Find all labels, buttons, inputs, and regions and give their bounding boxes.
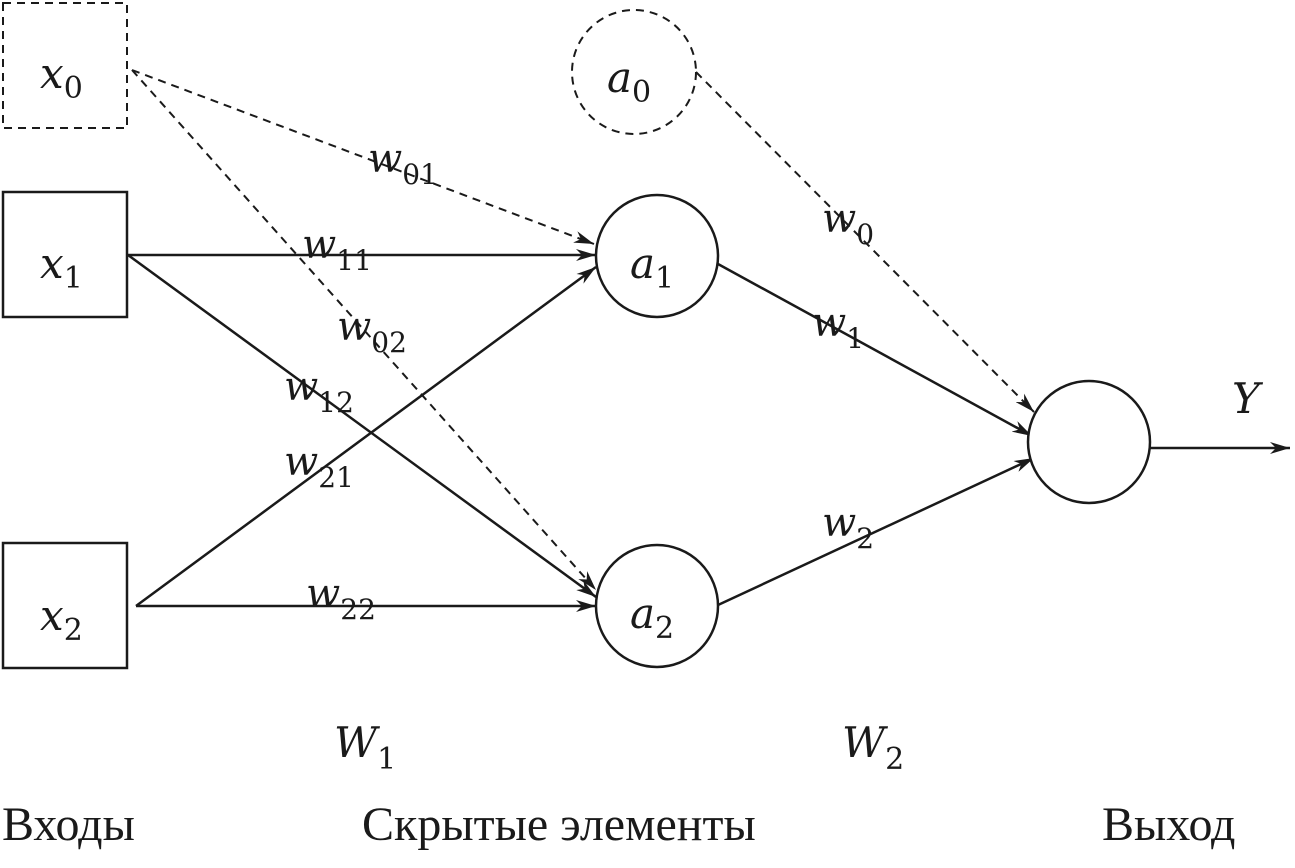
edge-a1-out bbox=[717, 262, 1033, 438]
weight-w11: w11 bbox=[302, 222, 372, 277]
weight-w12: w12 bbox=[284, 364, 354, 419]
label-a2: a2 bbox=[630, 589, 674, 646]
label-x1: x1 bbox=[40, 239, 83, 296]
caption-hidden: Скрытые элементы bbox=[362, 798, 756, 851]
label-x2: x2 bbox=[40, 591, 83, 648]
edge-a0-out bbox=[695, 71, 1035, 413]
weight-w21: w21 bbox=[284, 439, 354, 494]
hidden-node-a2 bbox=[594, 543, 720, 669]
label-a0: a0 bbox=[607, 53, 651, 110]
weight-w0: w0 bbox=[822, 196, 874, 251]
weight-w1: w1 bbox=[812, 300, 864, 355]
output-node bbox=[1026, 379, 1152, 505]
edge-x2-a1 bbox=[135, 265, 597, 608]
edge-x0-a2 bbox=[131, 69, 597, 591]
hidden-node-a1 bbox=[594, 193, 720, 319]
input-node-x1 bbox=[1, 190, 129, 319]
matrix-w2: W2 bbox=[842, 718, 904, 777]
hidden-node-a0 bbox=[571, 9, 697, 135]
label-y: Y bbox=[1232, 374, 1264, 423]
edge-x0-a1 bbox=[131, 69, 595, 245]
weight-w02: w02 bbox=[337, 304, 407, 359]
weight-w22: w22 bbox=[306, 571, 376, 626]
weight-w01: w01 bbox=[368, 136, 438, 191]
input-node-x2 bbox=[1, 541, 129, 670]
caption-output: Выход bbox=[1102, 798, 1235, 851]
matrix-w1: W1 bbox=[334, 718, 396, 777]
edge-x1-a2 bbox=[127, 253, 597, 599]
label-a1: a1 bbox=[630, 239, 674, 296]
edge-a2-out bbox=[717, 456, 1035, 607]
caption-inputs: Входы bbox=[2, 798, 135, 851]
weight-w2: w2 bbox=[822, 500, 874, 555]
input-node-x0 bbox=[2, 2, 128, 129]
label-x0: x0 bbox=[40, 49, 83, 106]
